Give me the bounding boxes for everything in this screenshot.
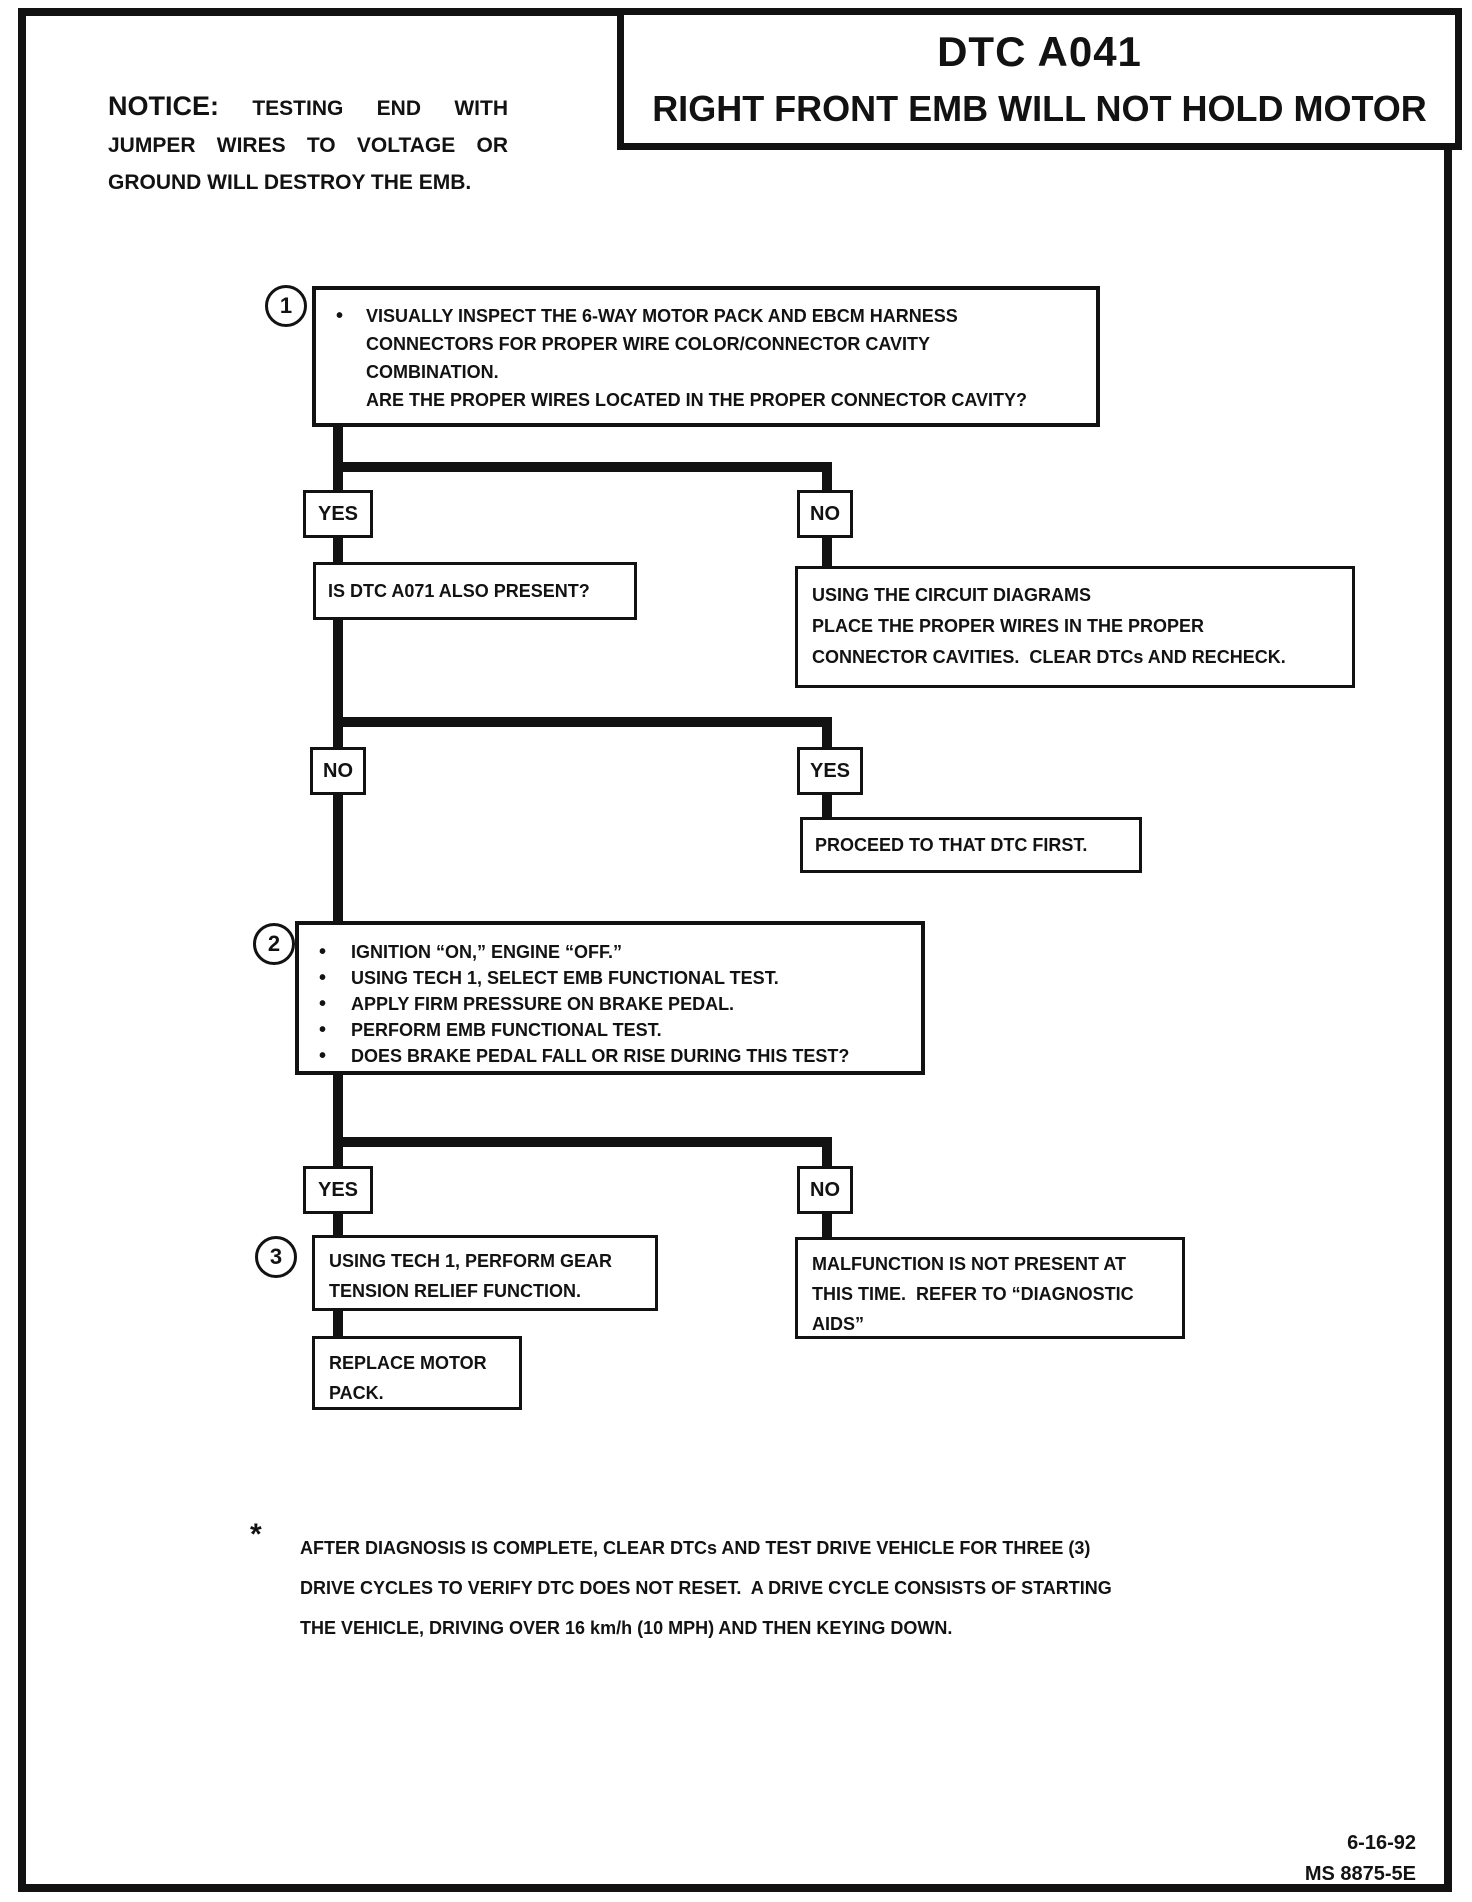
step1-line-2: CONNECTORS FOR PROPER WIRE COLOR/CONNECT… bbox=[366, 334, 931, 354]
notice-label: NOTICE: bbox=[108, 91, 219, 121]
connector-yes1-down bbox=[333, 538, 343, 563]
malfunction-box: MALFUNCTION IS NOT PRESENT AT THIS TIME.… bbox=[795, 1237, 1185, 1339]
dtc-title: RIGHT FRONT EMB WILL NOT HOLD MOTOR bbox=[652, 88, 1427, 130]
notice-line-2: JUMPER WIRES TO VOLTAGE OR bbox=[108, 134, 508, 157]
ask-a071-text: IS DTC A071 ALSO PRESENT? bbox=[328, 581, 590, 601]
fix-wiring-box: USING THE CIRCUIT DIAGRAMS PLACE THE PRO… bbox=[795, 566, 1355, 688]
step3-line-2: TENSION RELIEF FUNCTION. bbox=[329, 1281, 581, 1301]
connector-step2-down bbox=[333, 1075, 343, 1167]
dtc-code: DTC A041 bbox=[937, 27, 1142, 75]
connector-no3-down bbox=[822, 1212, 832, 1238]
decision-yes-3: YES bbox=[303, 1166, 373, 1214]
step1-line-3: COMBINATION. bbox=[366, 362, 499, 382]
bullet-icon: • bbox=[319, 1019, 327, 1041]
bullet-icon: • bbox=[319, 1045, 327, 1067]
step1-question: ARE THE PROPER WIRES LOCATED IN THE PROP… bbox=[366, 390, 1028, 410]
decision-no-3: NO bbox=[797, 1166, 853, 1214]
fix-wiring-line-1: USING THE CIRCUIT DIAGRAMS bbox=[812, 585, 1091, 605]
footnote-block: AFTER DIAGNOSIS IS COMPLETE, CLEAR DTCs … bbox=[300, 1528, 1280, 1648]
decision-no-1: NO bbox=[797, 490, 853, 538]
step2-bullet-3: APPLY FIRM PRESSURE ON BRAKE PEDAL. bbox=[351, 994, 735, 1014]
step2-number: 2 bbox=[267, 931, 281, 956]
replace-line-2: PACK. bbox=[329, 1383, 384, 1403]
replace-line-1: REPLACE MOTOR bbox=[329, 1353, 487, 1373]
step1-box: • VISUALLY INSPECT THE 6-WAY MOTOR PACK … bbox=[312, 286, 1100, 427]
step1-line-1: VISUALLY INSPECT THE 6-WAY MOTOR PACK AN… bbox=[366, 306, 958, 326]
notice-block: NOTICE: TESTING END WITH JUMPER WIRES TO… bbox=[108, 88, 508, 201]
footer-date: 6-16-92 bbox=[1347, 1832, 1416, 1854]
step1-number-circle: 1 bbox=[265, 285, 307, 327]
connector-branch1-right-down bbox=[822, 462, 832, 490]
bullet-icon: • bbox=[319, 967, 327, 989]
proceed-box: PROCEED TO THAT DTC FIRST. bbox=[800, 817, 1142, 873]
malfunction-line-3: AIDS” bbox=[812, 1314, 865, 1334]
connector-branch2-right-down bbox=[822, 717, 832, 748]
step2-bullet-2: USING TECH 1, SELECT EMB FUNCTIONAL TEST… bbox=[351, 968, 779, 988]
step2-number-circle: 2 bbox=[253, 923, 295, 965]
step3-number-circle: 3 bbox=[255, 1236, 297, 1278]
step3-box: USING TECH 1, PERFORM GEAR TENSION RELIE… bbox=[312, 1235, 658, 1311]
footer-block: 6-16-92 MS 8875-5E bbox=[1305, 1828, 1416, 1890]
fix-wiring-line-3: CONNECTOR CAVITIES. CLEAR DTCs AND RECHE… bbox=[812, 647, 1286, 667]
notice-line-3: GROUND WILL DESTROY THE EMB. bbox=[108, 171, 472, 194]
notice-line-1-text: TESTING END WITH bbox=[252, 97, 508, 120]
step2-bullet-5: DOES BRAKE PEDAL FALL OR RISE DURING THI… bbox=[351, 1046, 850, 1066]
connector-branch2-horizontal bbox=[333, 717, 832, 727]
step2-bullet-1: IGNITION “ON,” ENGINE “OFF.” bbox=[351, 942, 623, 962]
connector-branch1-horizontal bbox=[333, 462, 832, 472]
connector-step3-down bbox=[333, 1310, 343, 1337]
connector-yes2-down bbox=[822, 792, 832, 818]
connector-yes3-down bbox=[333, 1212, 343, 1236]
decision-yes-2: YES bbox=[797, 747, 863, 795]
footnote-marker: * bbox=[250, 1518, 262, 1551]
step2-box: • IGNITION “ON,” ENGINE “OFF.” • USING T… bbox=[295, 921, 925, 1075]
dtc-title-box: DTC A041 RIGHT FRONT EMB WILL NOT HOLD M… bbox=[617, 8, 1462, 150]
step2-bullet-4: PERFORM EMB FUNCTIONAL TEST. bbox=[351, 1020, 662, 1040]
fix-wiring-line-2: PLACE THE PROPER WIRES IN THE PROPER bbox=[812, 616, 1205, 636]
footnote-line-1: AFTER DIAGNOSIS IS COMPLETE, CLEAR DTCs … bbox=[300, 1538, 1091, 1558]
footnote-line-2: DRIVE CYCLES TO VERIFY DTC DOES NOT RESE… bbox=[300, 1578, 1112, 1598]
connector-no2-down bbox=[333, 792, 343, 922]
footer-doc-code: MS 8875-5E bbox=[1304, 1863, 1416, 1885]
bullet-icon: • bbox=[319, 993, 327, 1015]
bullet-icon: • bbox=[336, 305, 344, 327]
proceed-text: PROCEED TO THAT DTC FIRST. bbox=[815, 835, 1088, 855]
step3-number: 3 bbox=[269, 1244, 283, 1269]
connector-branch3-right-down bbox=[822, 1137, 832, 1167]
step3-line-1: USING TECH 1, PERFORM GEAR bbox=[329, 1251, 613, 1271]
connector-no1-down bbox=[822, 538, 832, 567]
connector-step1-down bbox=[333, 426, 343, 490]
footnote-line-3: THE VEHICLE, DRIVING OVER 16 km/h (10 MP… bbox=[300, 1618, 953, 1638]
bullet-icon: • bbox=[319, 941, 327, 963]
decision-no-2: NO bbox=[310, 747, 366, 795]
connector-branch3-horizontal bbox=[333, 1137, 832, 1147]
ask-a071-box: IS DTC A071 ALSO PRESENT? bbox=[313, 562, 637, 620]
decision-yes-1: YES bbox=[303, 490, 373, 538]
malfunction-line-2: THIS TIME. REFER TO “DIAGNOSTIC bbox=[812, 1284, 1134, 1304]
connector-ask-down bbox=[333, 620, 343, 748]
replace-box: REPLACE MOTOR PACK. bbox=[312, 1336, 522, 1410]
step1-number: 1 bbox=[279, 293, 293, 318]
notice-line-1: NOTICE: TESTING END WITH bbox=[108, 88, 508, 127]
malfunction-line-1: MALFUNCTION IS NOT PRESENT AT bbox=[812, 1254, 1126, 1274]
